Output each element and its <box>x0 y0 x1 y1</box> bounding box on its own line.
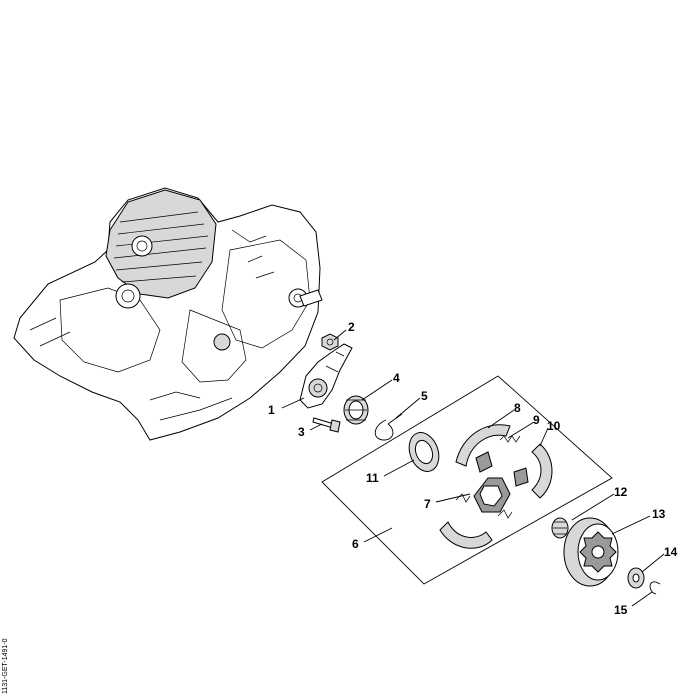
part-clutch-drum <box>563 517 619 587</box>
callout-12: 12 <box>614 485 628 499</box>
part-needle-cage <box>551 517 569 539</box>
callout-10: 10 <box>547 419 561 433</box>
callout-9: 9 <box>533 413 540 427</box>
part-clutch-shoe-right <box>531 443 553 499</box>
drawing-code-text: 1131-GET-1491-0 <box>2 638 9 694</box>
callout-15: 15 <box>614 603 628 617</box>
engine-assembly <box>13 187 323 441</box>
part-clutch-carrier <box>475 451 529 487</box>
part-clutch-disk <box>408 432 440 472</box>
part-tension-spring <box>499 435 521 443</box>
callout-1: 1 <box>268 403 275 417</box>
part-worm <box>343 395 369 425</box>
callout-11: 11 <box>366 471 379 485</box>
callout-7: 7 <box>424 497 431 511</box>
callout-4: 4 <box>393 371 400 385</box>
part-washer <box>627 567 645 589</box>
part-clutch-shoe-top <box>455 424 511 467</box>
callout-5: 5 <box>421 389 428 403</box>
part-spring-wire <box>374 413 403 441</box>
part-e-clip <box>649 581 661 595</box>
callout-2: 2 <box>348 320 355 334</box>
leader-lines <box>281 329 665 607</box>
callout-labels: 1 2 3 4 5 6 7 8 9 10 11 12 13 14 15 <box>268 320 678 617</box>
clutch-group-outline <box>321 375 613 585</box>
callout-14: 14 <box>664 545 678 559</box>
part-nut <box>321 333 339 351</box>
part-screw <box>312 417 341 433</box>
part-clutch-hub <box>455 477 513 519</box>
callout-6: 6 <box>352 537 359 551</box>
part-clutch-shoe-bottom <box>439 521 493 549</box>
callout-13: 13 <box>652 507 666 521</box>
callout-3: 3 <box>298 425 305 439</box>
callout-8: 8 <box>514 401 521 415</box>
part-oil-pump <box>299 343 353 409</box>
drawing-code: 1131-GET-1491-0 <box>2 616 12 696</box>
